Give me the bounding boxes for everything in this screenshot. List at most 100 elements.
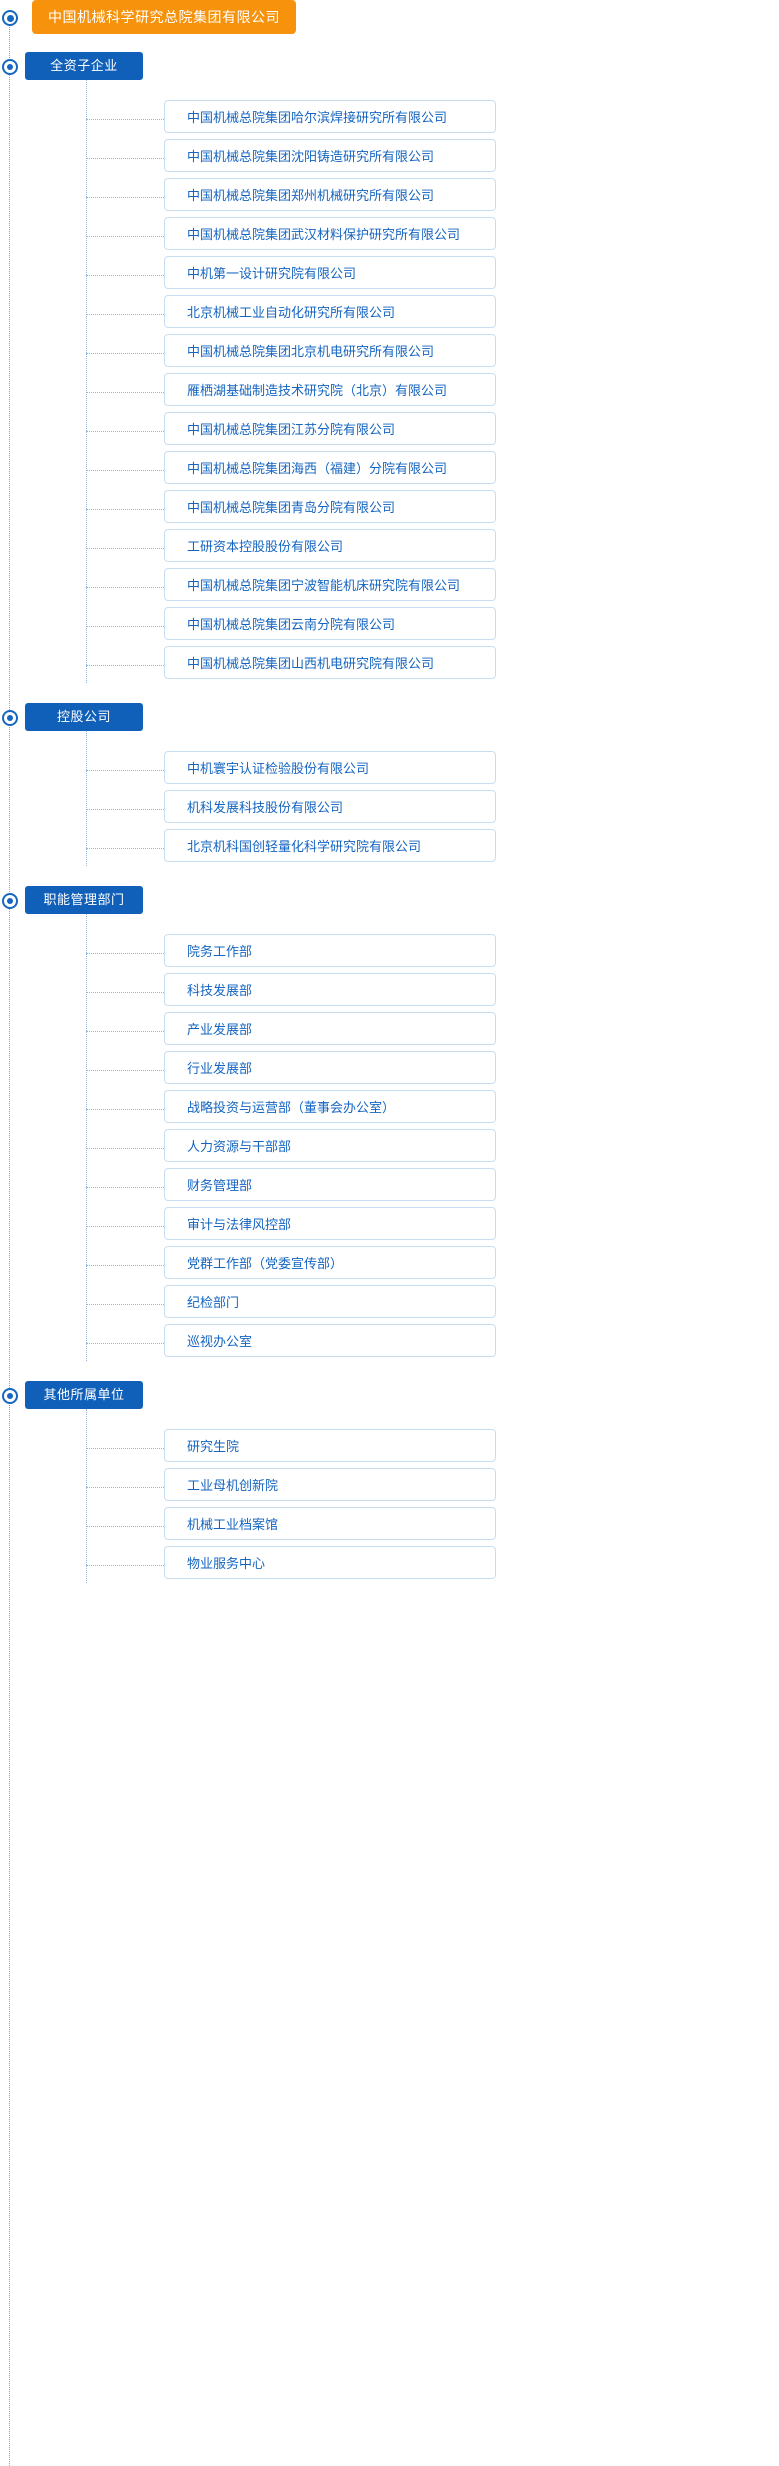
org-unit-box[interactable]: 物业服务中心 <box>164 1546 496 1579</box>
list-item: 中国机械总院集团青岛分院有限公司 <box>86 490 496 529</box>
org-unit-box[interactable]: 审计与法律风控部 <box>164 1207 496 1240</box>
connector-line <box>86 1343 164 1345</box>
org-unit-box[interactable]: 雁栖湖基础制造技术研究院（北京）有限公司 <box>164 373 496 406</box>
org-unit-box[interactable]: 研究生院 <box>164 1429 496 1462</box>
connector-line <box>86 1304 164 1306</box>
org-unit-box[interactable]: 人力资源与干部部 <box>164 1129 496 1162</box>
radio-dot-icon <box>2 59 18 75</box>
section-label[interactable]: 全资子企业 <box>25 52 143 80</box>
section-header: 其他所属单位 <box>0 1381 779 1429</box>
org-unit-box[interactable]: 党群工作部（党委宣传部） <box>164 1246 496 1279</box>
org-unit-box[interactable]: 机科发展科技股份有限公司 <box>164 790 496 823</box>
list-item: 中国机械总院集团沈阳铸造研究所有限公司 <box>86 139 496 178</box>
org-unit-box[interactable]: 北京机械工业自动化研究所有限公司 <box>164 295 496 328</box>
list-item: 研究生院 <box>86 1429 496 1468</box>
list-item: 中机第一设计研究院有限公司 <box>86 256 496 295</box>
org-unit-box[interactable]: 产业发展部 <box>164 1012 496 1045</box>
org-unit-box[interactable]: 中国机械总院集团哈尔滨焊接研究所有限公司 <box>164 100 496 133</box>
list-item: 中国机械总院集团郑州机械研究所有限公司 <box>86 178 496 217</box>
connector-line <box>86 275 164 277</box>
section-items: 研究生院工业母机创新院机械工业档案馆物业服务中心 <box>0 1409 779 1603</box>
org-unit-box[interactable]: 中国机械总院集团海西（福建）分院有限公司 <box>164 451 496 484</box>
list-item: 财务管理部 <box>86 1168 496 1207</box>
list-item: 巡视办公室 <box>86 1324 496 1363</box>
org-unit-box[interactable]: 中国机械总院集团云南分院有限公司 <box>164 607 496 640</box>
org-unit-box[interactable]: 中国机械总院集团武汉材料保护研究所有限公司 <box>164 217 496 250</box>
list-item: 中国机械总院集团武汉材料保护研究所有限公司 <box>86 217 496 256</box>
org-unit-box[interactable]: 中国机械总院集团沈阳铸造研究所有限公司 <box>164 139 496 172</box>
list-item: 中国机械总院集团海西（福建）分院有限公司 <box>86 451 496 490</box>
section-label[interactable]: 控股公司 <box>25 703 143 731</box>
connector-line <box>86 119 164 121</box>
list-item-row: 中国机械总院集团武汉材料保护研究所有限公司 <box>86 217 496 256</box>
org-unit-box[interactable]: 中国机械总院集团北京机电研究所有限公司 <box>164 334 496 367</box>
connector-line <box>86 587 164 589</box>
section-items: 中国机械总院集团哈尔滨焊接研究所有限公司中国机械总院集团沈阳铸造研究所有限公司中… <box>0 80 779 703</box>
org-unit-box[interactable]: 科技发展部 <box>164 973 496 1006</box>
list-item-row: 中国机械总院集团哈尔滨焊接研究所有限公司 <box>86 100 496 139</box>
section-label[interactable]: 职能管理部门 <box>25 886 143 914</box>
list-item-row: 研究生院 <box>86 1429 496 1468</box>
org-unit-box[interactable]: 中国机械总院集团宁波智能机床研究院有限公司 <box>164 568 496 601</box>
org-unit-box[interactable]: 中国机械总院集团江苏分院有限公司 <box>164 412 496 445</box>
list-item-row: 院务工作部 <box>86 934 496 973</box>
connector-line <box>86 1187 164 1189</box>
list-item: 战略投资与运营部（董事会办公室） <box>86 1090 496 1129</box>
list-item-row: 中国机械总院集团宁波智能机床研究院有限公司 <box>86 568 496 607</box>
radio-dot-icon <box>2 710 18 726</box>
org-unit-box[interactable]: 纪检部门 <box>164 1285 496 1318</box>
connector-line <box>86 1226 164 1228</box>
list-item: 机科发展科技股份有限公司 <box>86 790 496 829</box>
list-item-row: 中国机械总院集团青岛分院有限公司 <box>86 490 496 529</box>
list-item-row: 中国机械总院集团山西机电研究院有限公司 <box>86 646 496 685</box>
list-item: 院务工作部 <box>86 934 496 973</box>
list-item: 中国机械总院集团北京机电研究所有限公司 <box>86 334 496 373</box>
root-node[interactable]: 中国机械科学研究总院集团有限公司 <box>32 0 296 34</box>
list-item-row: 科技发展部 <box>86 973 496 1012</box>
org-unit-box[interactable]: 工研资本控股股份有限公司 <box>164 529 496 562</box>
connector-line <box>86 953 164 955</box>
org-unit-box[interactable]: 中国机械总院集团郑州机械研究所有限公司 <box>164 178 496 211</box>
list-item-row: 纪检部门 <box>86 1285 496 1324</box>
org-unit-box[interactable]: 工业母机创新院 <box>164 1468 496 1501</box>
radio-dot-icon <box>2 893 18 909</box>
list-item-row: 人力资源与干部部 <box>86 1129 496 1168</box>
list-item-row: 机科发展科技股份有限公司 <box>86 790 496 829</box>
list-item-row: 中国机械总院集团云南分院有限公司 <box>86 607 496 646</box>
list-item: 人力资源与干部部 <box>86 1129 496 1168</box>
list-item: 雁栖湖基础制造技术研究院（北京）有限公司 <box>86 373 496 412</box>
list-item: 行业发展部 <box>86 1051 496 1090</box>
section-header: 职能管理部门 <box>0 886 779 934</box>
list-item: 审计与法律风控部 <box>86 1207 496 1246</box>
connector-line <box>86 470 164 472</box>
org-unit-box[interactable]: 财务管理部 <box>164 1168 496 1201</box>
list-item-row: 工业母机创新院 <box>86 1468 496 1507</box>
connector-line <box>86 158 164 160</box>
connector-line <box>86 992 164 994</box>
org-unit-box[interactable]: 院务工作部 <box>164 934 496 967</box>
org-section: 其他所属单位研究生院工业母机创新院机械工业档案馆物业服务中心 <box>0 1381 779 1603</box>
radio-dot-icon <box>2 1388 18 1404</box>
section-label[interactable]: 其他所属单位 <box>25 1381 143 1409</box>
org-unit-box[interactable]: 中国机械总院集团青岛分院有限公司 <box>164 490 496 523</box>
org-unit-box[interactable]: 中机第一设计研究院有限公司 <box>164 256 496 289</box>
connector-line <box>86 1265 164 1267</box>
list-item-row: 机械工业档案馆 <box>86 1507 496 1546</box>
list-item-row: 战略投资与运营部（董事会办公室） <box>86 1090 496 1129</box>
connector-line <box>86 236 164 238</box>
org-unit-box[interactable]: 行业发展部 <box>164 1051 496 1084</box>
org-unit-box[interactable]: 北京机科国创轻量化科学研究院有限公司 <box>164 829 496 862</box>
radio-dot-icon <box>2 10 18 26</box>
list-item-row: 中国机械总院集团江苏分院有限公司 <box>86 412 496 451</box>
list-item: 中国机械总院集团哈尔滨焊接研究所有限公司 <box>86 100 496 139</box>
list-item: 工研资本控股股份有限公司 <box>86 529 496 568</box>
branch-line <box>86 914 88 1361</box>
org-unit-box[interactable]: 机械工业档案馆 <box>164 1507 496 1540</box>
org-unit-box[interactable]: 中机寰宇认证检验股份有限公司 <box>164 751 496 784</box>
org-unit-box[interactable]: 战略投资与运营部（董事会办公室） <box>164 1090 496 1123</box>
org-unit-box[interactable]: 中国机械总院集团山西机电研究院有限公司 <box>164 646 496 679</box>
main-spine-line <box>9 20 11 2466</box>
list-item-row: 行业发展部 <box>86 1051 496 1090</box>
org-unit-box[interactable]: 巡视办公室 <box>164 1324 496 1357</box>
